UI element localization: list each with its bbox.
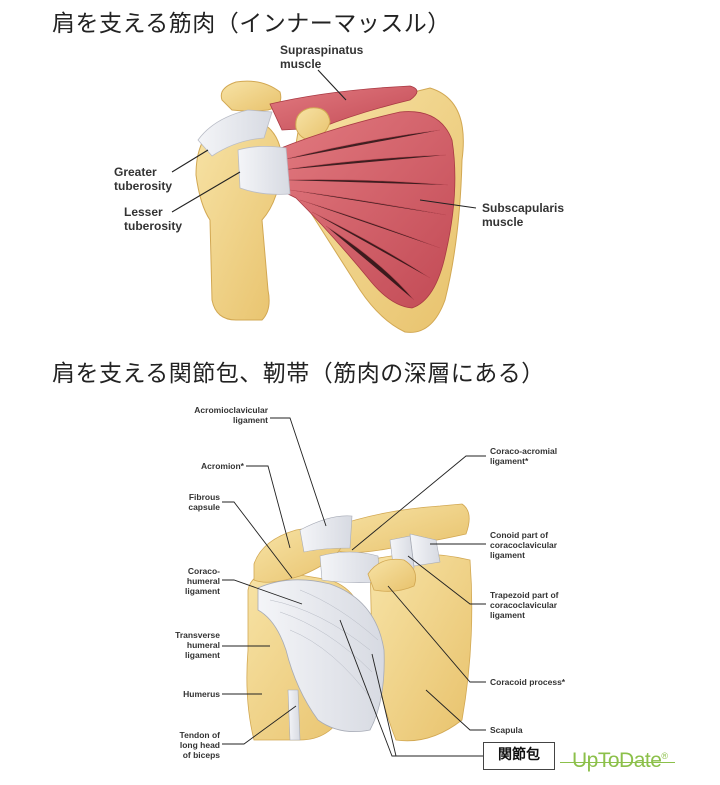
label-transverse-2: humeral xyxy=(187,640,220,650)
label-coracohum: Coraco- xyxy=(188,566,220,576)
subscapularis-tendon xyxy=(237,146,291,195)
scapula-bone-2 xyxy=(369,553,473,742)
label-acromion: Acromion* xyxy=(201,461,245,471)
muscle-fibres xyxy=(281,129,449,301)
uptodate-logo: UpToDate® xyxy=(572,749,668,773)
label-coracoacromial: Coraco-acromial xyxy=(490,446,557,456)
coracoid-bone-2 xyxy=(367,558,417,592)
heading-ligaments: 肩を支える関節包、靭帯（筋肉の深層にある） xyxy=(52,361,545,387)
heading-muscles: 肩を支える筋肉（インナーマッスル） xyxy=(52,11,451,37)
biceps-tendon xyxy=(287,689,301,741)
label-acromioclav-2: ligament xyxy=(233,415,268,425)
supraspinatus-tendon xyxy=(197,109,273,157)
label-transverse: Transverse xyxy=(175,630,220,640)
label-trapezoid-3: ligament xyxy=(490,610,525,620)
fibrous-capsule xyxy=(257,579,385,733)
acromioclavicular-ligament xyxy=(299,515,353,553)
label-conoid: Conoid part of xyxy=(490,530,548,540)
label-tendon-3: of biceps xyxy=(183,750,221,760)
figure-rotator-cuff: Supraspinatus muscle Greater tuberosity … xyxy=(114,43,564,333)
label-lesser-2: tuberosity xyxy=(124,219,182,233)
label-conoid-2: coracoclavicular xyxy=(490,540,558,550)
label-tendon: Tendon of xyxy=(180,730,221,740)
capsule-fibres xyxy=(269,589,379,701)
label-greater-2: tuberosity xyxy=(114,179,172,193)
label-fibrous: Fibrous xyxy=(189,492,220,502)
label-coracohum-2: humeral xyxy=(187,576,220,586)
label-conoid-3: ligament xyxy=(490,550,525,560)
leader-supraspinatus xyxy=(317,69,347,101)
label-subscap: Subscapularis xyxy=(482,201,564,215)
label-supraspinatus: Supraspinatus xyxy=(280,43,364,57)
label-acromioclav: Acromioclavicular xyxy=(194,405,268,415)
label-trapezoid-2: coracoclavicular xyxy=(490,600,558,610)
label-transverse-3: ligament xyxy=(185,650,220,660)
logo-registered-mark: ® xyxy=(661,751,668,761)
label-coracohum-3: ligament xyxy=(185,586,220,596)
label-greater: Greater xyxy=(114,165,157,179)
figure-capsule-ligaments: Acromioclavicular ligament Acromion* Fib… xyxy=(175,405,566,760)
leader-greater xyxy=(171,149,209,173)
label-fibrous-2: capsule xyxy=(188,502,220,512)
label-coracoid: Coracoid process* xyxy=(490,677,566,687)
label-tendon-2: long head xyxy=(180,740,220,750)
label-supraspinatus-2: muscle xyxy=(280,57,322,71)
label-coracoacromial-2: ligament* xyxy=(490,456,529,466)
leader-subscap xyxy=(419,199,477,209)
logo-underline xyxy=(560,762,675,763)
subscapularis-muscle xyxy=(275,111,456,309)
label-lesser: Lesser xyxy=(124,205,163,219)
capsule-callout-box: 関節包 xyxy=(483,742,555,770)
label-scapula: Scapula xyxy=(490,725,523,735)
leader-lesser xyxy=(171,171,241,213)
label-subscap-2: muscle xyxy=(482,215,524,229)
label-trapezoid: Trapezoid part of xyxy=(490,590,559,600)
label-humerus: Humerus xyxy=(183,689,220,699)
logo-text: UpToDate xyxy=(572,749,662,772)
